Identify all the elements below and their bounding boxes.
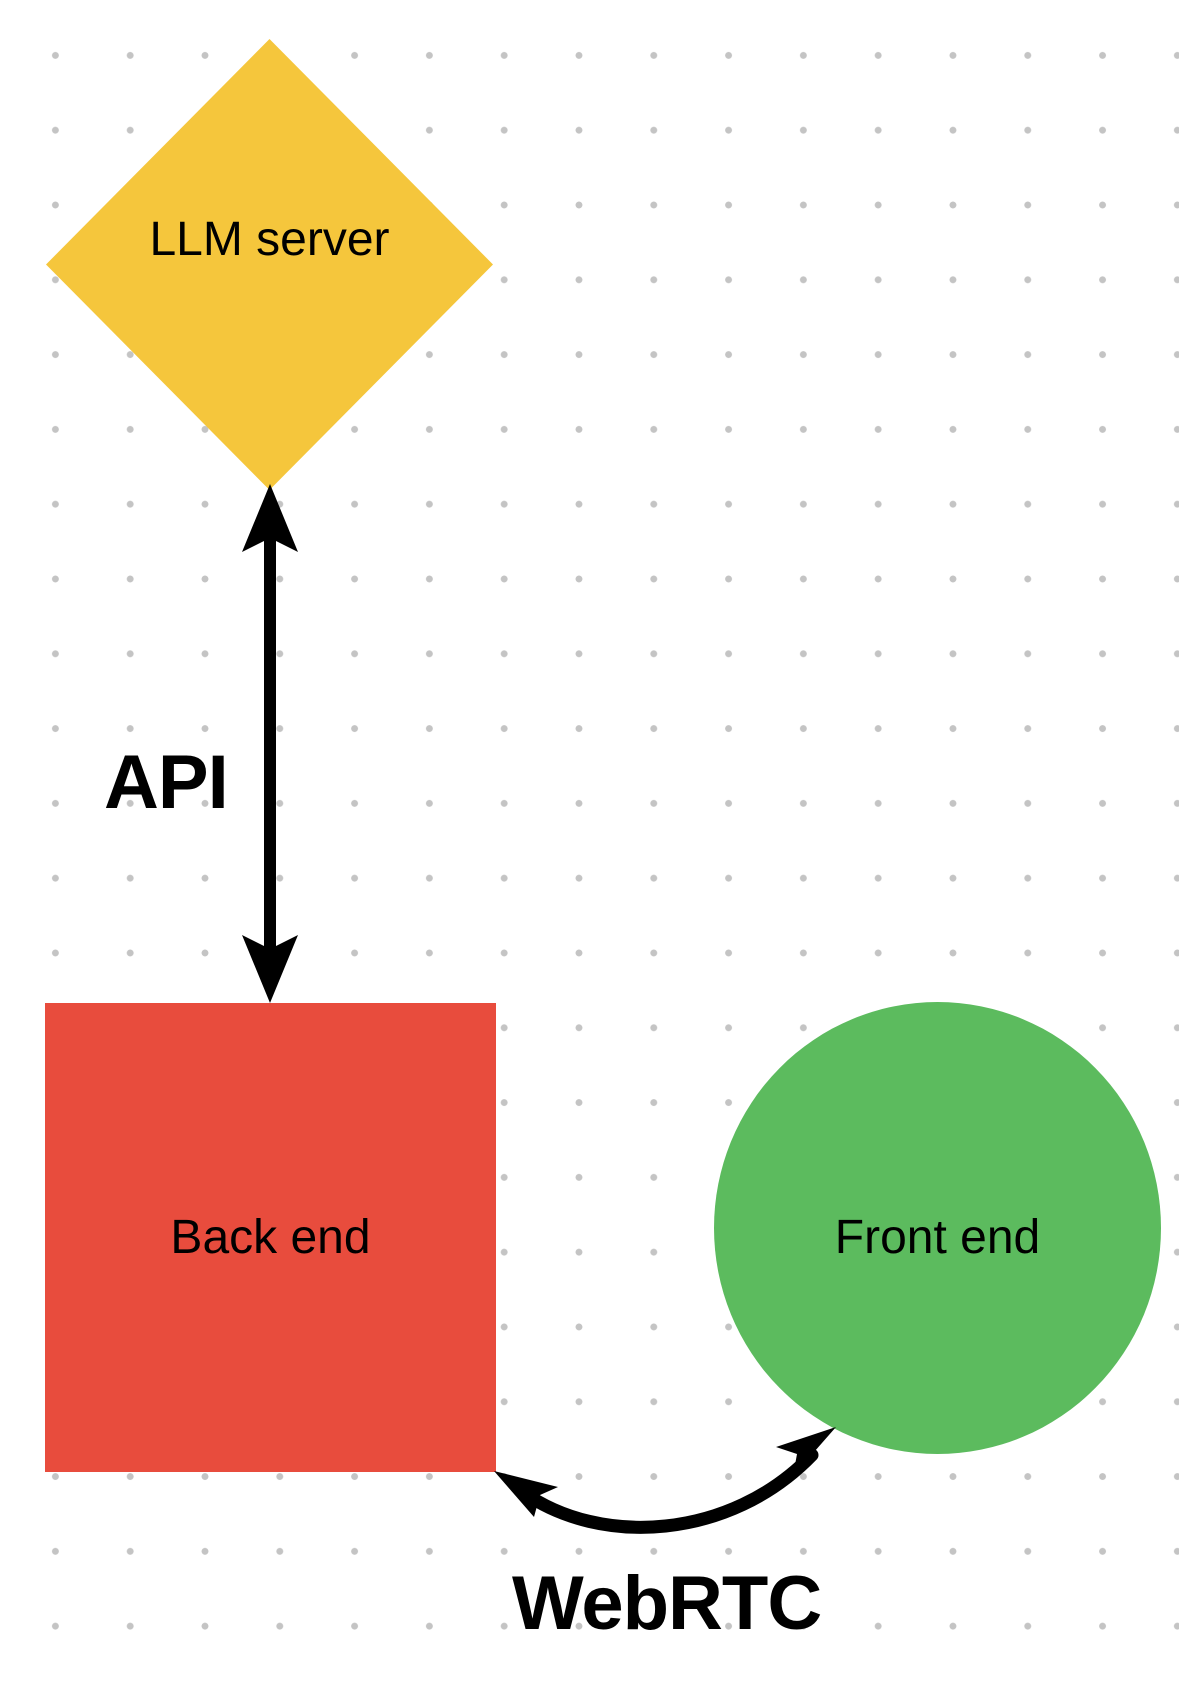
edge-webrtc-arrow[interactable] [494, 1427, 836, 1534]
edge-api-arrowhead-top [242, 484, 298, 552]
edge-webrtc-curve [516, 1448, 819, 1534]
edge-webrtc-label: WebRTC [512, 1561, 822, 1646]
edge-webrtc-arrowhead-right [776, 1427, 836, 1476]
edge-api-arrow[interactable] [242, 484, 298, 1003]
edge-api-label: API [104, 740, 229, 825]
node-back-end[interactable] [45, 1003, 496, 1472]
edge-webrtc-arrowhead-left [494, 1471, 558, 1517]
node-llm-server[interactable] [46, 39, 493, 490]
edge-api-arrowhead-bottom [242, 935, 298, 1003]
node-front-end[interactable] [714, 1002, 1161, 1454]
